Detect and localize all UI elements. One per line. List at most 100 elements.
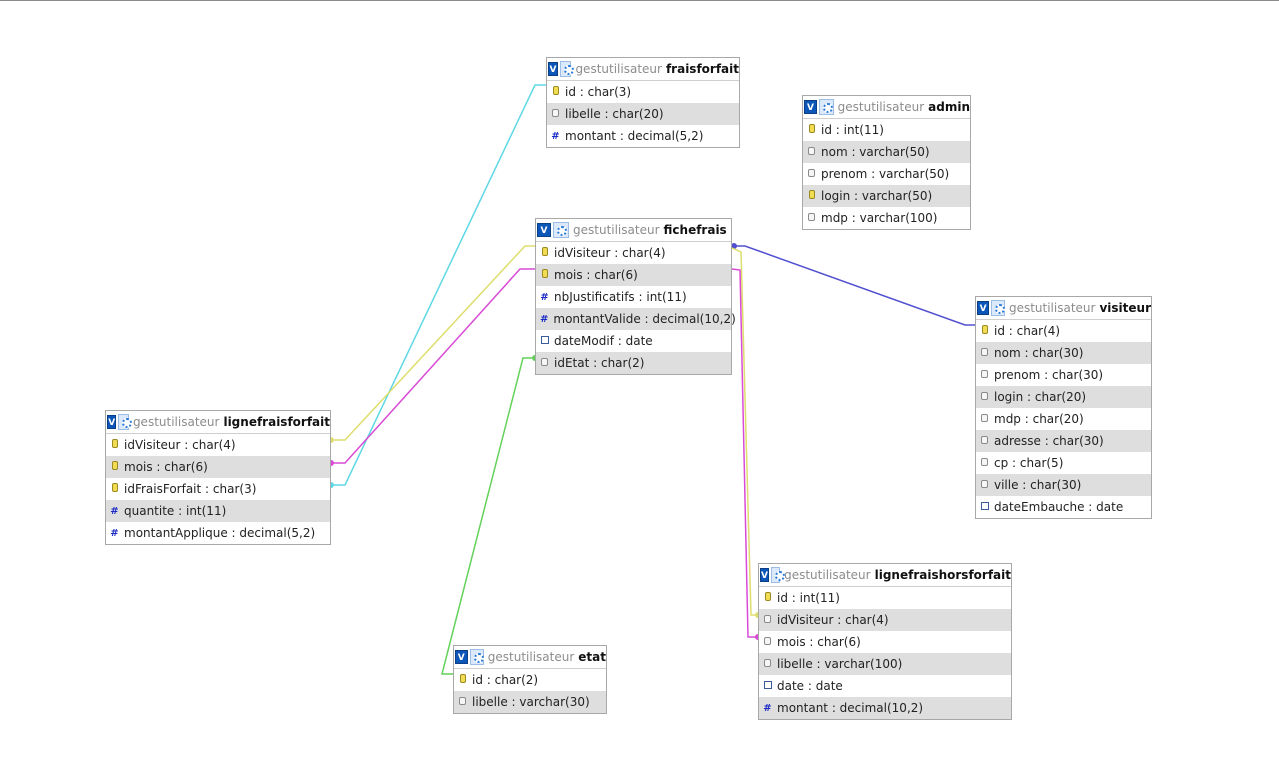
key-icon	[763, 592, 772, 604]
field-row[interactable]: #montantApplique : decimal(5,2)	[106, 522, 330, 544]
field-row[interactable]: ville : char(30)	[976, 474, 1151, 496]
key-icon	[551, 86, 560, 98]
table-lignefraisforfait[interactable]: V gestutilisateur lignefraisforfait idVi…	[105, 410, 331, 545]
view-toggle-icon[interactable]: V	[977, 301, 990, 315]
relation-line-lignefraishorsforfait-fichefrais-idvisiteur	[731, 247, 758, 616]
key-icon	[458, 674, 467, 686]
table-header[interactable]: V gestutilisateur admin	[803, 96, 970, 119]
field-row[interactable]: idFraisForfait : char(3)	[106, 478, 330, 500]
view-toggle-icon[interactable]: V	[804, 100, 817, 114]
field-row[interactable]: id : int(11)	[759, 587, 1011, 609]
relation-line-lignefraishorsforfait-fichefrais-mois	[731, 268, 758, 638]
field-label: mdp : varchar(100)	[821, 211, 938, 225]
view-toggle-icon[interactable]: V	[548, 62, 559, 76]
field-list: idVisiteur : char(4) mois : char(6)#nbJus…	[536, 242, 736, 374]
field-list: id : char(2) libelle : varchar(30)	[454, 669, 606, 713]
key-icon	[110, 461, 119, 473]
field-row[interactable]: prenom : char(30)	[976, 364, 1151, 386]
field-row[interactable]: libelle : varchar(30)	[454, 691, 606, 713]
field-label: login : char(20)	[994, 390, 1087, 404]
gear-icon[interactable]	[469, 649, 484, 665]
gear-icon[interactable]	[818, 99, 834, 115]
table-header[interactable]: V gestutilisateur lignefraishorsforfait	[759, 564, 1011, 587]
text-field-icon	[763, 659, 772, 670]
field-row[interactable]: mois : char(6)	[106, 456, 330, 478]
field-label: idVisiteur : char(4)	[554, 246, 666, 260]
field-row[interactable]: mois : char(6)	[536, 264, 731, 286]
table-header[interactable]: V gestutilisateur etat	[454, 646, 606, 669]
table-name: visiteur	[1099, 301, 1151, 315]
gear-icon[interactable]	[553, 222, 569, 238]
field-label: mdp : char(20)	[994, 412, 1084, 426]
field-row[interactable]: id : char(2)	[454, 669, 606, 691]
field-row[interactable]: dateModif : date	[536, 330, 731, 352]
field-row[interactable]: date : date	[759, 675, 1011, 697]
database-name: gestutilisateur	[132, 415, 220, 429]
field-row[interactable]: dateEmbauche : date	[976, 496, 1151, 518]
field-row[interactable]: idVisiteur : char(4)	[536, 242, 731, 264]
table-name: admin	[928, 100, 970, 114]
numeric-icon: #	[110, 527, 119, 539]
field-label: libelle : varchar(100)	[777, 657, 903, 671]
text-field-icon	[458, 697, 467, 708]
table-visiteur[interactable]: V gestutilisateur visiteur id : char(4) n…	[975, 296, 1152, 519]
field-row[interactable]: #montant : decimal(10,2)	[759, 697, 1011, 719]
table-fraisforfait[interactable]: V gestutilisateur fraisforfait id : char…	[546, 57, 740, 148]
table-header[interactable]: V gestutilisateur lignefraisforfait	[106, 411, 330, 434]
gear-icon[interactable]	[770, 567, 786, 583]
field-row[interactable]: prenom : varchar(50)	[803, 163, 970, 185]
database-name: gestutilisateur	[575, 62, 662, 76]
field-row[interactable]: #montantValide : decimal(10,2)	[536, 308, 736, 330]
table-header[interactable]: V gestutilisateur fichefrais	[536, 219, 731, 242]
field-row[interactable]: cp : char(5)	[976, 452, 1151, 474]
field-row[interactable]: idVisiteur : char(4)	[106, 434, 330, 456]
field-row[interactable]: login : varchar(50)	[803, 185, 970, 207]
table-name: etat	[578, 650, 606, 664]
field-label: id : char(2)	[472, 673, 539, 687]
field-label: libelle : char(20)	[565, 107, 664, 121]
field-row[interactable]: adresse : char(30)	[976, 430, 1151, 452]
text-field-icon	[807, 213, 816, 224]
field-row[interactable]: #quantite : int(11)	[106, 500, 330, 522]
field-row[interactable]: #nbJustificatifs : int(11)	[536, 286, 731, 308]
field-row[interactable]: nom : char(30)	[976, 342, 1151, 364]
table-etat[interactable]: V gestutilisateur etat id : char(2) libel…	[453, 645, 607, 714]
field-row[interactable]: id : char(3)	[547, 81, 739, 103]
key-icon	[110, 439, 119, 451]
key-icon	[110, 483, 119, 495]
field-row[interactable]: id : char(4)	[976, 320, 1151, 342]
field-row[interactable]: nom : varchar(50)	[803, 141, 970, 163]
relation-line-fichefrais-etat	[441, 357, 535, 675]
field-row[interactable]: idVisiteur : char(4)	[759, 609, 1011, 631]
field-row[interactable]: #montant : decimal(5,2)	[547, 125, 739, 147]
field-row[interactable]: mois : char(6)	[759, 631, 1011, 653]
table-admin[interactable]: V gestutilisateur admin id : int(11)nom …	[802, 95, 971, 230]
gear-icon[interactable]	[991, 300, 1005, 316]
table-header[interactable]: V gestutilisateur visiteur	[976, 297, 1151, 320]
field-row[interactable]: libelle : varchar(100)	[759, 653, 1011, 675]
view-toggle-icon[interactable]: V	[455, 650, 468, 664]
field-label: login : varchar(50)	[821, 189, 933, 203]
view-toggle-icon[interactable]: V	[760, 568, 769, 582]
database-name: gestutilisateur	[487, 650, 575, 664]
table-header[interactable]: V gestutilisateur fraisforfait	[547, 58, 739, 81]
field-row[interactable]: libelle : char(20)	[547, 103, 739, 125]
field-row[interactable]: mdp : varchar(100)	[803, 207, 970, 229]
gear-icon[interactable]	[118, 414, 132, 430]
field-row[interactable]: idEtat : char(2)	[536, 352, 731, 374]
table-lignefraishorsforfait[interactable]: V gestutilisateur lignefraishorsforfait …	[758, 563, 1012, 720]
field-label: quantite : int(11)	[124, 504, 227, 518]
text-field-icon	[807, 169, 816, 180]
text-field-icon	[763, 615, 772, 626]
field-label: mois : char(6)	[124, 460, 208, 474]
field-label: dateEmbauche : date	[994, 500, 1124, 514]
field-row[interactable]: id : int(11)	[803, 119, 970, 141]
view-toggle-icon[interactable]: V	[107, 415, 117, 429]
field-row[interactable]: mdp : char(20)	[976, 408, 1151, 430]
field-row[interactable]: login : char(20)	[976, 386, 1151, 408]
table-fichefrais[interactable]: V gestutilisateur fichefrais idVisiteur …	[535, 218, 736, 375]
database-name: gestutilisateur	[837, 100, 925, 114]
gear-icon[interactable]	[560, 61, 575, 77]
field-label: id : char(4)	[994, 324, 1061, 338]
view-toggle-icon[interactable]: V	[537, 223, 551, 237]
